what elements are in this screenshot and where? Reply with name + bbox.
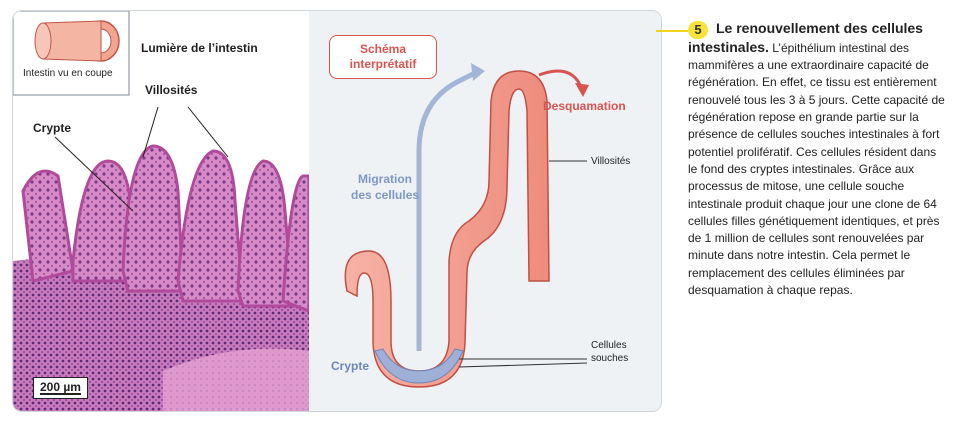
crypt-label: Crypte bbox=[33, 121, 72, 135]
article-title: Le renouvellement des cellules intestina… bbox=[688, 20, 923, 55]
villi-label: Villosités bbox=[145, 83, 198, 97]
histology-image: Intestin vu en coupe Lumière de l’intest… bbox=[13, 11, 311, 411]
figure-panel: Intestin vu en coupe Lumière de l’intest… bbox=[12, 10, 662, 412]
schema-title: Schéma interprétatif bbox=[329, 35, 437, 79]
schema-villi-label: Villosités bbox=[591, 156, 631, 167]
villus-schematic bbox=[344, 63, 589, 388]
section-number-badge: 5 bbox=[688, 20, 708, 39]
desquamation-label: Desquamation bbox=[543, 99, 626, 113]
scale-bar: 200 µm bbox=[33, 377, 88, 399]
scale-label: 200 µm bbox=[40, 380, 81, 394]
histology-illustration bbox=[13, 11, 311, 411]
inset-label: Intestin vu en coupe bbox=[23, 68, 113, 79]
lumen-label: Lumière de l’intestin bbox=[141, 41, 258, 55]
schema-crypt-label: Crypte bbox=[331, 359, 370, 373]
connector-line bbox=[656, 30, 688, 32]
migration-label: Migration des cellules bbox=[351, 172, 420, 202]
stem-cells-label: Cellules souches bbox=[591, 340, 629, 364]
scale-line bbox=[40, 393, 81, 395]
article-body: L’épithélium intestinal des mammifères a… bbox=[688, 40, 945, 297]
schematic-panel: Schéma interprétatif Migration d bbox=[309, 11, 661, 411]
